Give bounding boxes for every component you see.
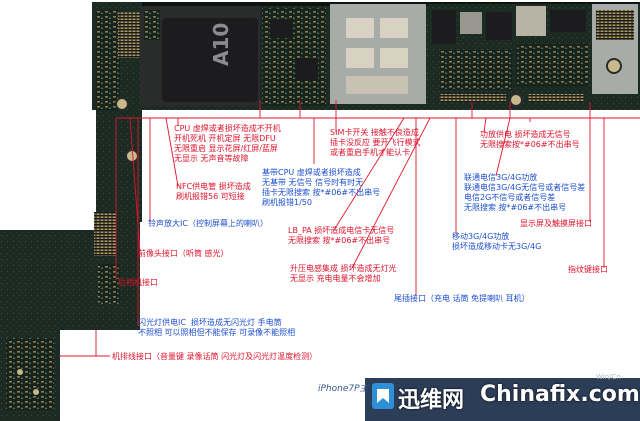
a10-cpu-chip bbox=[162, 18, 258, 102]
rear-camera-connector bbox=[94, 212, 116, 256]
annotation-flex-connector: 机排线接口（音量键 录像话筒 闪光灯及闪光灯温度检测） bbox=[112, 352, 318, 361]
smd-area-right bbox=[516, 44, 588, 86]
sim-region bbox=[330, 4, 426, 104]
annotation-nfc: NFC供电管 损坏造成 刷机报错56 可短接 bbox=[176, 182, 251, 201]
annotation-unicom-telecom: 联通电信3G/4G功放 联通电信3G/4G无信号或者信号差 电信2G不信号或者信… bbox=[464, 173, 586, 212]
smd-cluster bbox=[144, 10, 160, 40]
annotation-speaker-amp: 铃声放大IC（控制屏幕上的喇叭） bbox=[148, 219, 268, 228]
annotation-sim: SIM卡开关 接触不良造成 插卡没反应 要开飞行模式 或者重启手机才能认卡 bbox=[330, 128, 421, 157]
screw-hole bbox=[509, 93, 523, 107]
flex-connector-area bbox=[6, 338, 54, 410]
sim-contact bbox=[346, 48, 374, 68]
watermark-band bbox=[365, 378, 640, 421]
ic-chip bbox=[550, 10, 586, 32]
test-pad bbox=[33, 389, 39, 395]
rf-chip bbox=[460, 12, 482, 34]
ic-chip bbox=[270, 20, 292, 38]
watermark-cn: 迅维网 bbox=[398, 388, 465, 413]
sim-contact bbox=[346, 18, 374, 38]
ic-chip bbox=[296, 58, 318, 80]
sim-contact bbox=[346, 76, 408, 94]
test-pad bbox=[17, 369, 23, 375]
annotation-baseband: 基带CPU 虚焊或者损坏造成 无基带 无信号 信号时有时无 插卡无限搜索 按*#… bbox=[262, 168, 381, 207]
annotation-fingerprint: 指纹键接口 bbox=[568, 265, 608, 274]
smd-area-left bbox=[96, 10, 120, 110]
rf-region bbox=[428, 4, 640, 107]
sim-contact bbox=[380, 18, 408, 38]
pcb-left-strip bbox=[0, 2, 142, 421]
watermark-en: Chinafix.com bbox=[480, 382, 640, 407]
leader-lines bbox=[60, 100, 640, 357]
annotation-display-connector: 显示屏及触摸屏接口 bbox=[520, 219, 592, 228]
annotation-tail-connector: 尾插接口（充电 话筒 免提喇叭 耳机） bbox=[394, 294, 530, 303]
baseband-cpu bbox=[432, 10, 456, 44]
annotation-lb-pa: LB_PA 损坏造成电信卡无信号 无限搜索 按*#06#不出串号 bbox=[288, 226, 395, 245]
annotation-mobile-3g4g: 移动3G/4G功放 损坏造成移动卡无3G/4G bbox=[452, 232, 542, 251]
fingerprint-connector bbox=[528, 94, 584, 102]
annotation-cpu: CPU 虚焊或者损坏造成不开机 开机死机 开机定屏 无限DFU 无限重启 显示花… bbox=[174, 124, 281, 163]
display-connector bbox=[596, 10, 634, 40]
watermark-faint: Win/Cn bbox=[596, 373, 621, 381]
lb-pa-chip bbox=[486, 12, 512, 40]
sim-contact bbox=[380, 48, 408, 68]
front-camera-connector bbox=[118, 12, 140, 58]
screw-hole bbox=[606, 58, 622, 74]
screw-hole bbox=[125, 149, 139, 163]
annotation-front-camera: 前像头接口（听筒 感光） bbox=[138, 249, 229, 258]
center-left-components bbox=[262, 8, 326, 106]
smd-area-right bbox=[440, 50, 512, 90]
screw-hole bbox=[115, 97, 129, 111]
cpu-region: A10 bbox=[140, 6, 260, 106]
annotation-power-amp: 功放供电 损坏造成无信号 无限搜索按*#06#不出串号 bbox=[480, 130, 580, 149]
bookmark-icon bbox=[377, 389, 389, 403]
annotation-rear-camera: 后相机接口 bbox=[118, 278, 158, 287]
board-caption: iPhone7P主 bbox=[318, 384, 369, 394]
annotation-flash-ic: 闪光灯供电IC 损坏造成无闪光灯 手电筒 不照相 可以照相但不能保存 可录像不能… bbox=[138, 318, 296, 337]
flash-ic-area bbox=[98, 264, 120, 304]
watermark-bg bbox=[365, 378, 640, 421]
annotation-boost: 升压电感集成 损坏造成无灯光 无显示 充电电量不会增加 bbox=[290, 264, 397, 283]
chip-marking: A10 bbox=[209, 23, 233, 66]
tail-connector bbox=[440, 94, 506, 102]
power-amp-chip bbox=[516, 6, 546, 36]
